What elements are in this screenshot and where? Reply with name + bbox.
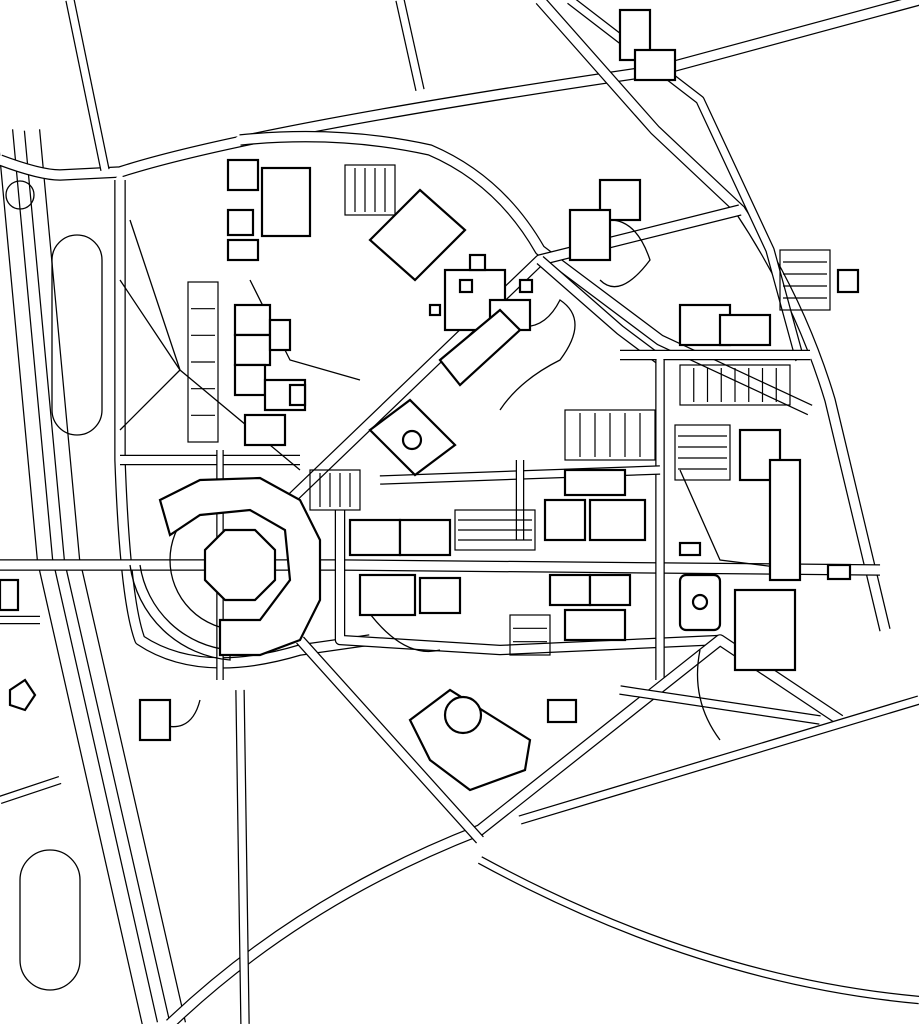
road-3 [66, 0, 109, 174]
building-crescent-complex [158, 476, 322, 657]
road-24 [616, 686, 824, 724]
buildings-layer [0, 8, 860, 792]
parking-lot-top [344, 164, 396, 216]
building-9 [243, 413, 287, 447]
footpath-2 [119, 369, 181, 431]
building-24 [543, 498, 587, 542]
parking-lot-mid [454, 509, 536, 551]
building-octagon-center [203, 528, 277, 602]
road-2 [0, 0, 919, 180]
building-dome-hall [408, 688, 532, 792]
building-2 [226, 208, 255, 237]
building-27 [358, 573, 417, 617]
road-23 [0, 777, 63, 803]
building-diagonal [438, 308, 522, 387]
footpath-7 [696, 649, 721, 741]
building-10 [288, 383, 307, 407]
parking-lot-diagonal [309, 469, 361, 511]
parking-lot-northeast [779, 249, 831, 311]
building-32 [546, 698, 578, 724]
road-20 [516, 696, 919, 824]
building-12 [633, 48, 677, 82]
fountain-icon [691, 593, 709, 611]
road-13 [336, 506, 724, 654]
building-0 [260, 166, 312, 238]
building-21 [733, 588, 797, 672]
road-17 [165, 635, 845, 1024]
road-9 [536, 256, 664, 364]
building-4 [233, 303, 272, 337]
oval-loop-road [51, 234, 103, 436]
road-19 [236, 686, 249, 1024]
building-25 [348, 518, 402, 557]
building-22 [563, 468, 627, 497]
road-7 [235, 132, 815, 415]
building-18 [718, 313, 772, 347]
building-large-north [368, 188, 467, 282]
building-39 [428, 303, 442, 317]
road-18 [296, 636, 484, 844]
building-14 [568, 208, 612, 262]
building-1 [226, 158, 260, 192]
road-5 [535, 0, 890, 635]
road-10 [115, 175, 375, 668]
building-30 [588, 573, 632, 607]
building-38 [458, 278, 474, 294]
building-36 [678, 541, 702, 557]
building-3 [226, 238, 260, 262]
footpath-1 [129, 219, 181, 371]
road-4 [396, 0, 424, 94]
building-40 [518, 278, 534, 294]
building-29 [548, 573, 592, 607]
building-37 [468, 253, 487, 272]
parking-lot-south [509, 614, 551, 656]
building-26 [398, 518, 452, 557]
dome-icon [443, 695, 483, 735]
building-34 [836, 268, 860, 294]
sports-track [19, 849, 81, 991]
building-28 [418, 576, 462, 615]
building-7 [233, 363, 267, 397]
road-21 [477, 857, 919, 1003]
crescent-path [129, 564, 231, 661]
building-20 [768, 458, 802, 582]
parking-lot-east [674, 424, 731, 481]
road-2-edge [0, 0, 919, 181]
building-6 [268, 318, 292, 352]
building-23 [588, 498, 647, 542]
roundabout [5, 180, 35, 210]
footpath-4 [499, 299, 576, 411]
building-west [8, 678, 37, 712]
building-edge [0, 578, 20, 612]
parking-lot-north [679, 364, 791, 406]
parking-lot-west [187, 281, 219, 443]
road-21-edge [477, 856, 919, 1005]
building-31 [563, 608, 627, 642]
building-5 [233, 333, 272, 367]
building-35 [826, 563, 852, 581]
building-33 [138, 698, 172, 742]
parking-lot-central [564, 409, 656, 461]
parking-lots-layer [187, 164, 831, 656]
road-12 [0, 560, 885, 575]
plaza-circle [401, 429, 423, 451]
